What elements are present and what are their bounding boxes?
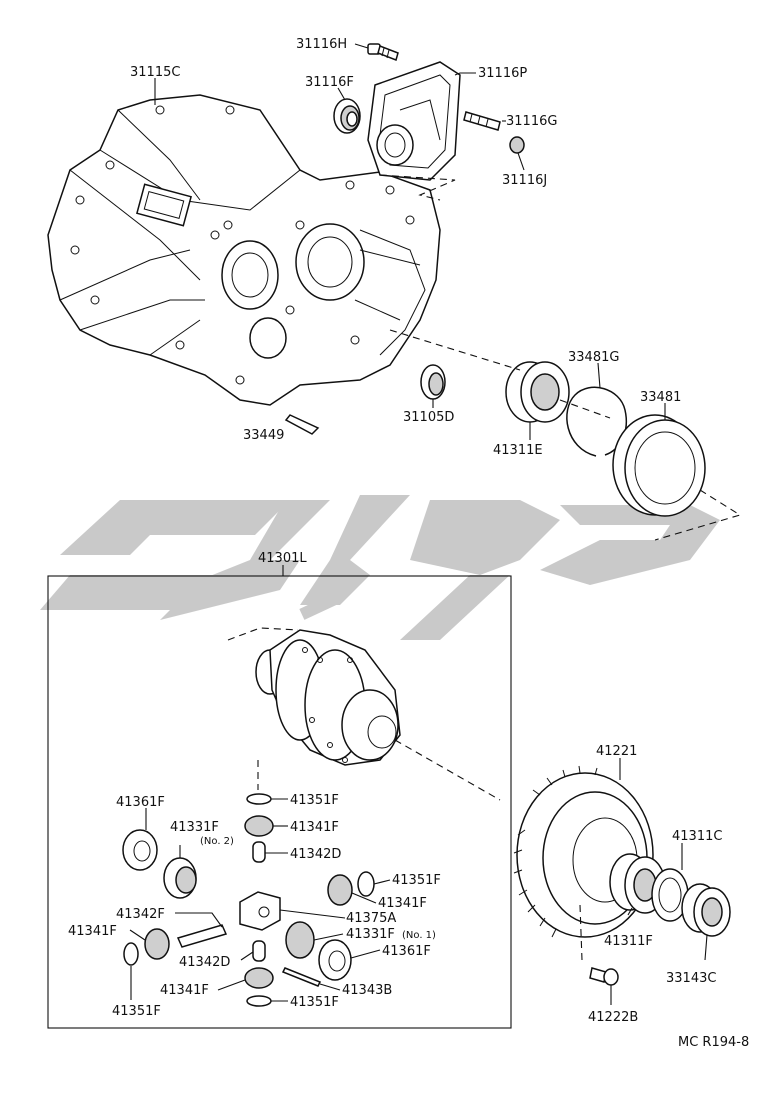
label-31116G: 31116G xyxy=(506,114,557,129)
label-41331F-no2: 41331F xyxy=(170,820,219,835)
case-cover-plate xyxy=(367,61,461,181)
reference-code: MC R194-8 xyxy=(678,1035,749,1050)
label-41341F-left: 41341F xyxy=(68,924,117,939)
pin-41343B xyxy=(281,967,322,987)
label-33449: 33449 xyxy=(243,428,284,443)
label-33481G: 33481G xyxy=(568,350,619,365)
label-41222B: 41222B xyxy=(588,1010,638,1025)
bearing-41311E xyxy=(505,361,570,423)
label-41311F: 41311F xyxy=(604,934,653,949)
label-31116P: 31116P xyxy=(478,66,527,81)
label-41301L: 41301L xyxy=(258,551,307,566)
label-41341F-top: 41341F xyxy=(290,820,339,835)
washer-41361F-lower xyxy=(318,939,352,981)
label-41361F-lower: 41361F xyxy=(382,944,431,959)
shaft-41342D-lower xyxy=(252,940,266,962)
label-41331F-no2-note: (No. 2) xyxy=(200,836,234,847)
part-labels: 31116H 31115C 31116F 31116P 31116G 31116… xyxy=(68,37,749,1050)
assembly-box xyxy=(47,565,512,1029)
oil-seal-31116F xyxy=(333,98,361,134)
pinion-41331F-no2 xyxy=(163,857,197,899)
label-41342D-top: 41342D xyxy=(290,847,341,862)
label-41311C: 41311C xyxy=(672,829,722,844)
gear-41331F-no1 xyxy=(285,921,315,959)
label-41341F-bottom: 41341F xyxy=(160,983,209,998)
retainer-33481 xyxy=(612,414,706,517)
oil-seal-31105D xyxy=(420,364,446,400)
label-41351F-bottom: 41351F xyxy=(290,995,339,1010)
label-31116H: 31116H xyxy=(296,37,347,52)
label-41351F-left: 41351F xyxy=(112,1004,161,1019)
washer-41351F-mid xyxy=(357,871,375,897)
label-33143C: 33143C xyxy=(666,971,716,986)
differential-case xyxy=(255,629,401,766)
washer-41351F-top xyxy=(246,793,272,805)
label-31105D: 31105D xyxy=(403,410,454,425)
label-31116J: 31116J xyxy=(502,173,547,188)
label-31115C: 31115C xyxy=(130,65,180,80)
label-41351F-mid: 41351F xyxy=(392,873,441,888)
washer-41351F-bottom xyxy=(246,995,272,1007)
pin-41342F xyxy=(176,924,228,948)
label-31116F: 31116F xyxy=(305,75,354,90)
bolt-41222B xyxy=(589,967,619,986)
label-41311E: 41311E xyxy=(493,443,543,458)
plug-31116J xyxy=(509,136,525,154)
shaft-41342D-top xyxy=(252,841,266,863)
oil-seal-33143C xyxy=(681,883,731,937)
label-41221: 41221 xyxy=(596,744,637,759)
dashed-assembly-lines xyxy=(227,174,742,961)
pin-33449 xyxy=(284,414,320,435)
leader-lines xyxy=(129,43,708,1005)
stud-31116G xyxy=(463,111,501,131)
transaxle-case xyxy=(47,94,441,406)
pinion-41341F-mid xyxy=(327,874,353,906)
label-33481: 33481 xyxy=(640,390,681,405)
pinion-41341F-bottom xyxy=(244,967,274,989)
label-41361F-upper: 41361F xyxy=(116,795,165,810)
label-41375A: 41375A xyxy=(346,911,396,926)
label-41342F: 41342F xyxy=(116,907,165,922)
block-41375A xyxy=(239,891,281,931)
watermark-logo xyxy=(40,495,720,640)
pinion-41341F-top xyxy=(244,815,274,837)
label-41351F-top: 41351F xyxy=(290,793,339,808)
pinion-41341F-left xyxy=(144,928,170,960)
washer-41351F-left xyxy=(123,942,139,966)
label-41343B: 41343B xyxy=(342,983,392,998)
label-41331F-no1: 41331F xyxy=(346,927,395,942)
washer-41361F-upper xyxy=(122,829,158,871)
label-41331F-no1-note: (No. 1) xyxy=(402,930,436,941)
label-41341F-mid: 41341F xyxy=(378,896,427,911)
label-41342D-lower: 41342D xyxy=(179,955,230,970)
ring-gear-41221 xyxy=(513,765,654,938)
bolt-31116H xyxy=(367,43,399,61)
